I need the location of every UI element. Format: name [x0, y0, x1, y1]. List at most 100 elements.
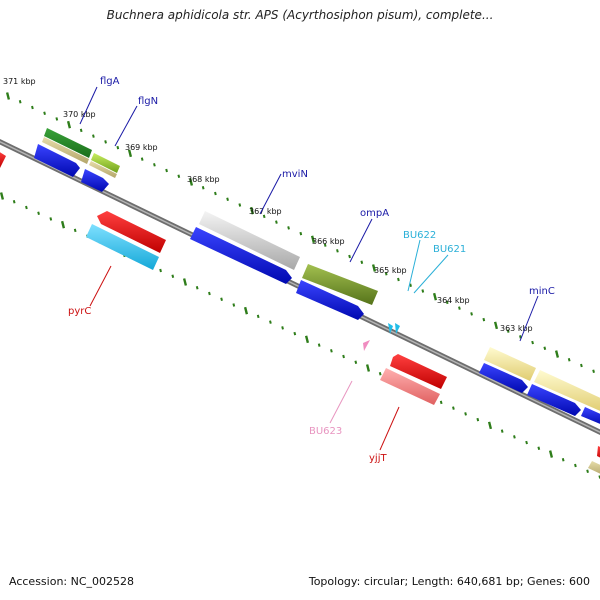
inner-tick-20 [243, 306, 249, 315]
inner-tick-13 [159, 268, 162, 273]
outer-tick-17 [214, 191, 217, 196]
inner-tick-29 [354, 360, 358, 365]
outer-tick-23 [287, 226, 290, 230]
feature-minC-khaki-2[interactable] [534, 370, 600, 413]
feature-yjjT-red[interactable] [390, 354, 447, 389]
feature-edge-cds[interactable] [581, 407, 600, 426]
feature-flgN-tan[interactable] [89, 161, 117, 178]
outer-tick-3 [43, 111, 46, 115]
feature-mviN-gray[interactable] [199, 211, 300, 270]
outer-tick-26 [323, 243, 327, 247]
inner-tick-47 [574, 463, 577, 468]
outer-tick-29 [360, 260, 364, 265]
inner-tick-41 [500, 429, 504, 433]
gene-label-BU621[interactable]: BU621 [433, 244, 466, 255]
feature-flgN-green[interactable] [91, 153, 120, 173]
callout-flgA [79, 86, 98, 125]
gene-label-minC[interactable]: minC [529, 286, 555, 297]
inner-tick-22 [269, 320, 272, 324]
tick-label-370: 370 kbp [63, 110, 96, 119]
feature-flgA-tan[interactable] [42, 137, 89, 164]
outer-tick-38 [470, 312, 473, 316]
feature-edge-red-2[interactable] [597, 446, 600, 460]
tick-label-369: 369 kbp [125, 143, 158, 152]
outer-tick-7 [92, 134, 95, 138]
inner-tick-14 [171, 274, 175, 279]
feature-BU622[interactable] [388, 323, 393, 334]
outer-tick-25 [310, 235, 316, 244]
tick-label-371: 371 kbp [3, 77, 36, 86]
feature-edge-red[interactable] [0, 151, 6, 168]
feature-minC-khaki[interactable] [484, 347, 536, 381]
feature-flgA-green[interactable] [44, 128, 92, 158]
callout-BU622 [407, 239, 421, 292]
inner-tick-3 [37, 211, 40, 215]
gene-label-flgN[interactable]: flgN [138, 96, 158, 107]
gene-label-pyrC[interactable]: pyrC [68, 306, 91, 317]
gene-label-flgA[interactable]: flgA [100, 76, 120, 87]
outer-tick-33 [409, 283, 412, 287]
inner-tick-38 [464, 412, 467, 416]
callout-flgN [114, 105, 138, 147]
inner-tick-4 [49, 217, 53, 221]
inner-tick-26 [317, 343, 321, 347]
gene-label-mviN[interactable]: mviN [282, 169, 308, 180]
feature-minC-cds[interactable] [479, 363, 528, 393]
gene-label-BU623[interactable]: BU623 [309, 426, 342, 437]
feature-flgA-cds[interactable] [34, 144, 80, 177]
outer-tick-13 [165, 168, 168, 173]
callout-minC [519, 295, 539, 342]
outer-tick-35 [432, 292, 438, 301]
feature-yjjT-pink[interactable] [380, 368, 440, 405]
outer-tick-9 [116, 145, 120, 150]
outer-tick-16 [201, 186, 205, 190]
feature-BU621[interactable] [395, 323, 400, 334]
feature-flgN-cds[interactable] [81, 169, 109, 192]
outer-tick-19 [238, 203, 242, 207]
feature-mviN-cds[interactable] [190, 227, 292, 284]
tick-label-363: 363 kbp [500, 324, 533, 333]
callout-BU623 [329, 380, 353, 424]
outer-tick-8 [104, 140, 107, 144]
outer-tick-11 [140, 157, 144, 161]
kbp-tick-labels: 371 kbp 370 kbp 369 kbp 368 kbp 367 kbp … [3, 77, 533, 333]
gene-label-ompA[interactable]: ompA [360, 208, 389, 219]
genome-stats-text: Topology: circular; Length: 640,681 bp; … [308, 575, 590, 588]
accession-text: Accession: NC_002528 [9, 575, 135, 588]
outer-tick-48 [592, 369, 595, 373]
callout-mviN [259, 173, 282, 215]
outer-tick-27 [336, 249, 339, 253]
feature-BU623[interactable] [363, 340, 370, 351]
inner-tick-31 [378, 372, 382, 376]
gene-label-yjjT[interactable]: yjjT [369, 453, 387, 464]
feature-ompA-olive[interactable] [302, 264, 378, 305]
feature-pyrC-cyan[interactable] [86, 224, 159, 270]
inner-tick-40 [487, 421, 493, 430]
outer-tick-2 [31, 105, 34, 110]
callout-lines [79, 86, 539, 451]
outer-tick-21 [262, 214, 266, 219]
feature-ompA-cds[interactable] [296, 280, 364, 320]
forward-features [34, 128, 600, 426]
outer-tick-34 [421, 289, 425, 293]
page-title: Buchnera aphidicola str. APS (Acyrthosip… [106, 8, 494, 22]
inner-tick-16 [195, 286, 199, 290]
inner-tick-0 [0, 192, 5, 200]
outer-tick-45 [554, 350, 560, 358]
inner-tick-6 [73, 228, 77, 233]
inner-tick-36 [439, 400, 443, 405]
callout-ompA [349, 218, 373, 263]
outer-tick-42 [519, 335, 522, 339]
tick-label-366: 366 kbp [312, 237, 345, 246]
inner-tick-48 [586, 469, 589, 473]
inner-tick-44 [537, 446, 541, 451]
gene-label-BU622[interactable]: BU622 [403, 230, 436, 241]
callout-BU621 [413, 254, 449, 294]
feature-edge-tan[interactable] [588, 461, 600, 476]
feature-pyrC-red[interactable] [97, 211, 166, 253]
feature-minC-cds-2[interactable] [527, 384, 581, 416]
inner-tick-45 [548, 450, 554, 458]
inner-tick-17 [208, 291, 211, 296]
inner-tick-18 [220, 297, 223, 301]
